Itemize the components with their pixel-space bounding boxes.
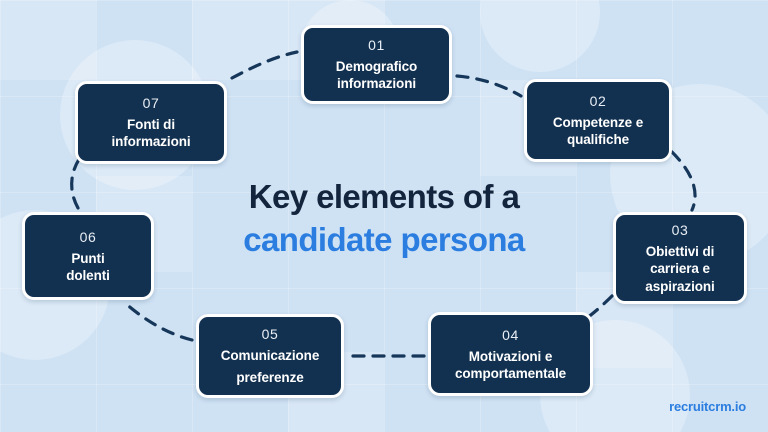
title-line-primary: Key elements of a (248, 178, 520, 215)
connector-05-06 (122, 300, 194, 342)
node-number: 02 (589, 93, 607, 110)
node-card-04[interactable]: 04 Motivazioni e comportamentale (428, 312, 593, 396)
node-label-line: Competenze e (552, 115, 644, 131)
node-number: 03 (671, 222, 689, 239)
title-line-accent: candidate persona (243, 220, 525, 258)
node-label-line: Motivazioni e (468, 348, 553, 364)
node-number: 04 (502, 326, 519, 343)
node-label: Demografico informazioni (335, 58, 418, 93)
node-label-line: Punti (71, 250, 105, 266)
node-label-line: Comunicazione (220, 348, 320, 364)
connector-07-01 (230, 50, 299, 80)
node-label-line: Fonti di (127, 117, 175, 133)
node-label: Motivazioni e comportamentale (455, 348, 566, 383)
node-label: Obiettivi di carriera e aspirazioni (645, 243, 715, 295)
node-label: Comunicazione preferenze (220, 347, 320, 387)
node-number: 01 (368, 37, 385, 54)
node-label-line: Demografico (335, 59, 418, 75)
node-card-02[interactable]: 02 Competenze e qualifiche (524, 79, 672, 162)
node-label-line: comportamentale (454, 365, 567, 381)
node-number: 06 (79, 228, 97, 245)
background-tile (0, 0, 96, 80)
brand-logo[interactable]: recruitcrm.io (669, 399, 746, 414)
node-label: Competenze e qualifiche (553, 114, 643, 149)
node-label-line: informazioni (111, 134, 191, 150)
page-title: Key elements of a candidate persona (196, 176, 572, 262)
node-number: 05 (261, 326, 279, 343)
node-card-05[interactable]: 05 Comunicazione preferenze (196, 314, 344, 398)
node-label-line: Obiettivi di (645, 244, 715, 260)
node-label: Fonti di informazioni (111, 116, 190, 151)
connector-01-02 (455, 74, 523, 98)
node-card-07[interactable]: 07 Fonti di informazioni (75, 81, 227, 164)
node-label-line: qualifiche (566, 132, 629, 148)
node-number: 07 (142, 95, 160, 112)
node-label-line: aspirazioni (645, 278, 715, 294)
node-label-line: informazioni (336, 76, 417, 92)
node-label-line: dolenti (66, 267, 110, 283)
node-card-03[interactable]: 03 Obiettivi di carriera e aspirazioni (613, 212, 747, 304)
node-label: Punti dolenti (66, 250, 110, 285)
node-label-line: carriera e (650, 261, 710, 277)
node-card-01[interactable]: 01 Demografico informazioni (301, 25, 452, 104)
node-label-line: preferenze (236, 370, 304, 386)
node-card-06[interactable]: 06 Punti dolenti (22, 212, 154, 300)
connector-02-03 (670, 150, 697, 212)
